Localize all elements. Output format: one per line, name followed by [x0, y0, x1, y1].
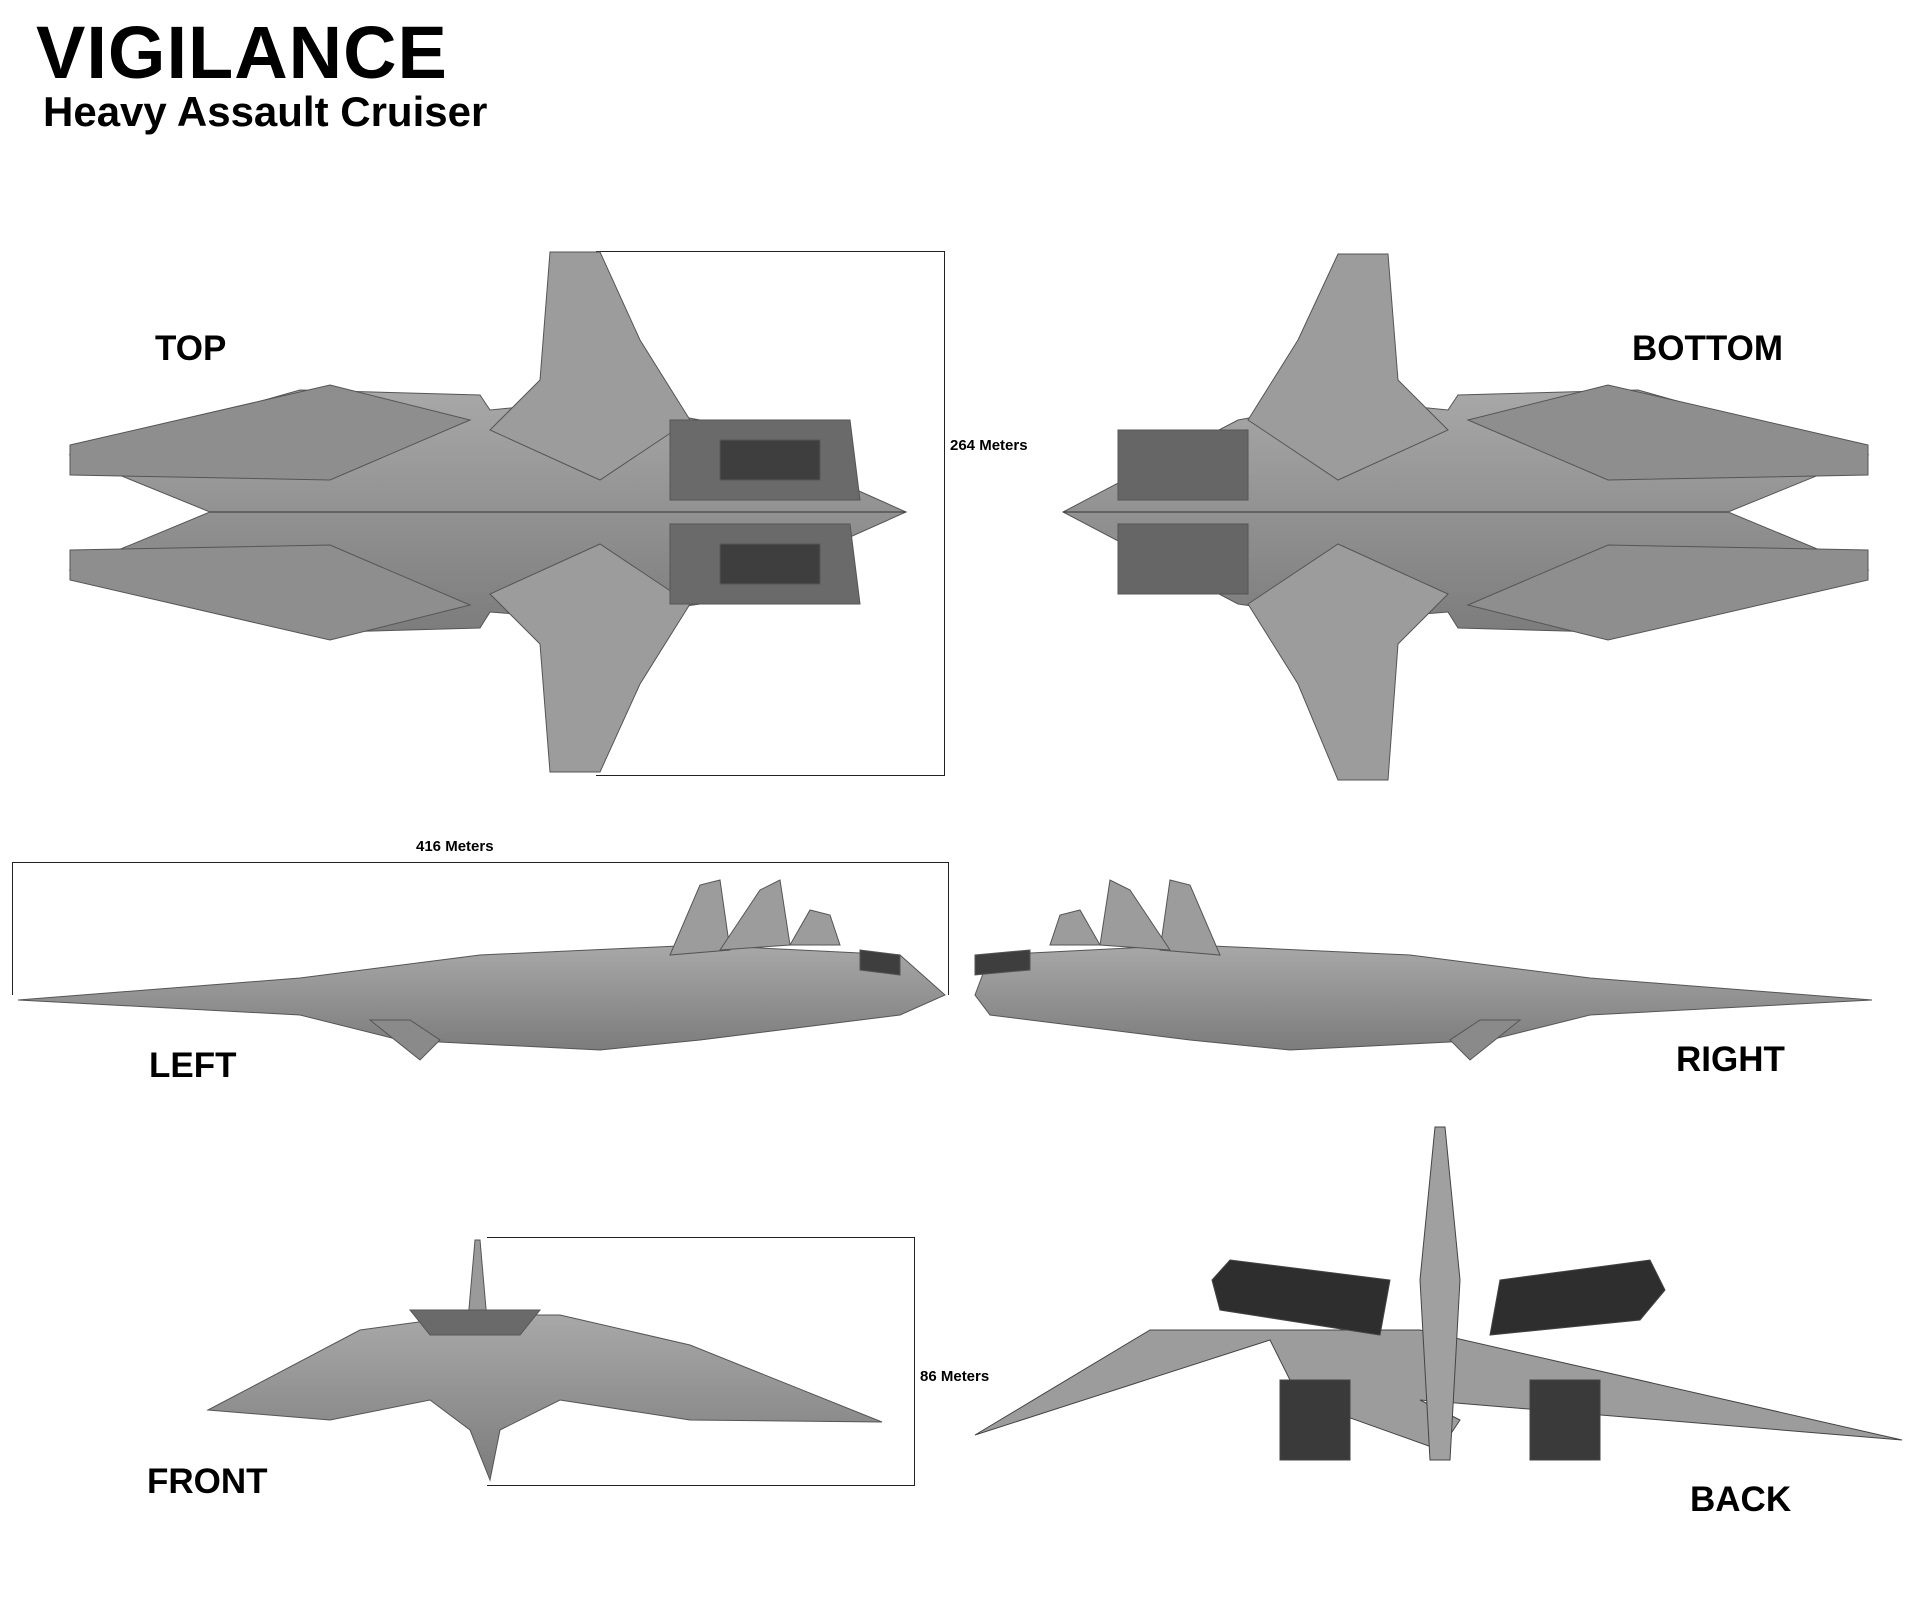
view-label-left: LEFT — [149, 1046, 237, 1085]
view-label-top: TOP — [155, 329, 227, 368]
length-dimension-box — [12, 862, 949, 995]
view-label-bottom: BOTTOM — [1632, 329, 1784, 368]
view-label-front: FRONT — [147, 1462, 268, 1501]
height-dimension-box — [487, 1237, 915, 1486]
height-dimension-label: 86 Meters — [920, 1368, 990, 1385]
width-dimension-box — [596, 251, 945, 776]
ship-title: VIGILANCE — [36, 11, 448, 94]
right-view-ship — [974, 879, 1873, 1061]
ship-class-subtitle: Heavy Assault Cruiser — [43, 88, 488, 135]
top-view-ship — [68, 251, 908, 773]
back-view-ship — [974, 1126, 1903, 1461]
front-view-ship — [206, 1239, 883, 1482]
view-label-right: RIGHT — [1676, 1040, 1785, 1079]
view-label-back: BACK — [1690, 1480, 1792, 1519]
left-view-ship — [17, 879, 946, 1061]
width-dimension-label: 264 Meters — [950, 437, 1028, 454]
bottom-view-ship — [1061, 253, 1870, 781]
length-dimension-label: 416 Meters — [416, 838, 494, 855]
